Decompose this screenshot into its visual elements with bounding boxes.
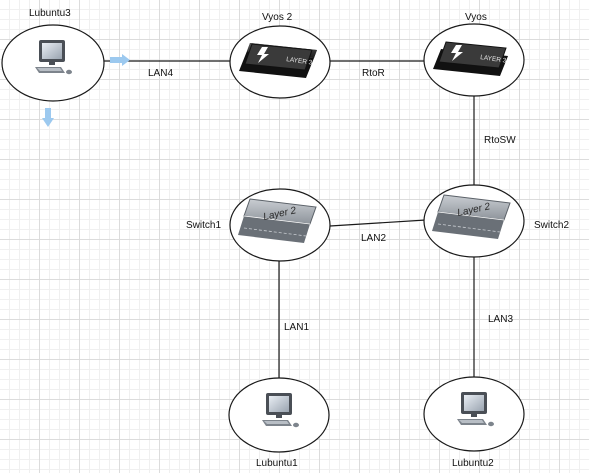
node-lubuntu3[interactable] xyxy=(1,24,105,102)
label-lubuntu2: Lubuntu2 xyxy=(452,458,494,469)
router-icon: LAYER 3 xyxy=(239,43,317,78)
label-lan2: LAN2 xyxy=(361,233,386,244)
label-lan3: LAN3 xyxy=(488,314,513,325)
node-lubuntu2[interactable] xyxy=(423,376,525,452)
label-lubuntu3: Lubuntu3 xyxy=(29,8,71,19)
label-switch1: Switch1 xyxy=(186,220,221,231)
switch-icon: Layer 2 xyxy=(432,194,511,239)
router-badge: LAYER 3 xyxy=(286,56,313,67)
router-icon: LAYER 3 xyxy=(433,41,508,76)
node-lubuntu1[interactable] xyxy=(228,377,330,453)
node-vyos[interactable]: LAYER 3 xyxy=(423,23,525,97)
router-badge: LAYER 3 xyxy=(480,54,507,65)
label-switch2: Switch2 xyxy=(534,220,569,231)
connector-arrow-down-icon[interactable] xyxy=(42,108,54,127)
node-vyos2[interactable]: LAYER 3 xyxy=(229,25,331,99)
label-rtor: RtoR xyxy=(362,68,385,79)
node-switch2[interactable]: Layer 2 xyxy=(423,184,525,258)
label-lan4: LAN4 xyxy=(148,68,173,79)
link-lan2 xyxy=(329,219,427,227)
switch-icon: Layer 2 xyxy=(238,198,317,243)
label-rtosw: RtoSW xyxy=(484,135,516,146)
label-vyos: Vyos xyxy=(465,12,487,23)
label-lubuntu1: Lubuntu1 xyxy=(256,458,298,469)
node-switch1[interactable]: Layer 2 xyxy=(229,188,331,262)
label-vyos2: Vyos 2 xyxy=(262,12,293,23)
connector-arrow-right-icon[interactable] xyxy=(110,54,130,66)
label-lan1: LAN1 xyxy=(284,322,309,333)
